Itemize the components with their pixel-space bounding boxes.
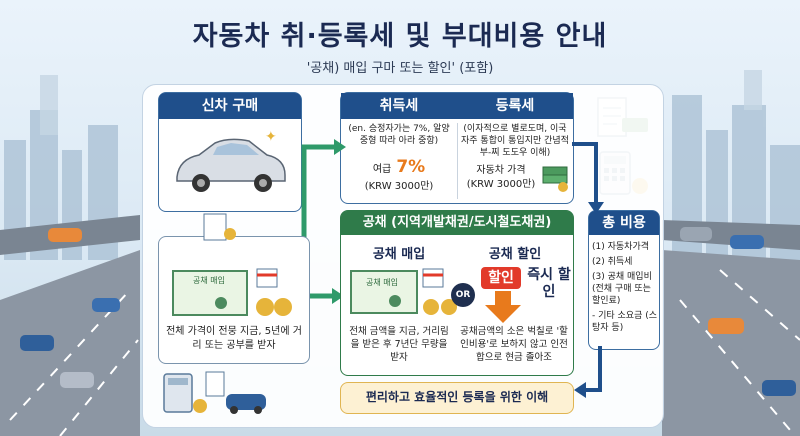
acquisition-note: (en. 승정자가는 7%, 알양 중형 따라 아라 중항) <box>348 124 450 146</box>
document-icon <box>203 213 236 241</box>
down-arrow-icon <box>485 291 521 323</box>
total-items: (1) 자동차가격 (2) 취득세 (3) 공채 매입비 (전채 구매 또는 할… <box>592 241 658 334</box>
total-item: (3) 공채 매입비 (전채 구매 또는 할인료) <box>592 272 652 306</box>
new-car-box: 신차 구매 ✦ <box>158 92 302 212</box>
svg-text:✦: ✦ <box>265 129 277 145</box>
payment-doc-label: 공채 매입 <box>193 276 225 285</box>
or-badge: OR <box>451 283 475 307</box>
instant-discount: 즉시 할인 <box>527 267 571 300</box>
page-title: 자동차 취·등록세 및 부대비용 안내 <box>192 21 608 52</box>
registration-tax-label: 등록세 <box>457 93 573 119</box>
acquisition-rate: 7% <box>396 157 426 177</box>
new-car-label: 신차 구매 <box>159 93 301 119</box>
arrow-to-bond <box>306 288 344 304</box>
arrow-to-note <box>574 346 602 398</box>
registration-price-label: 자동차 가격 <box>476 165 526 176</box>
divider <box>457 123 458 199</box>
bond-discount-desc: 공채금액의 소은 벅칠로 '할인비용'로 보하지 않고 인전합으로 현금 졸아조 <box>460 326 568 363</box>
rate-prefix: 여급 <box>372 164 392 175</box>
total-item: (2) 취득세 <box>592 257 633 267</box>
bond-box: 공채 (지역개발채권/도시철도채권) 공채 매입 공채 할인 공채 매입 OR … <box>340 210 574 376</box>
bond-certificate-icon <box>350 268 457 315</box>
acquisition-rate-line: 여급 7% <box>345 157 453 177</box>
registration-note: (이자적으로 별로도며, 이국 자주 통합이 통입지만 간념적부-찌 도도우 이… <box>461 124 569 158</box>
bond-purchase-label: 공채 매입 <box>372 247 426 262</box>
bond-certificate-icon <box>172 268 292 316</box>
tax-box: 취득세 등록세 (en. 승정자가는 7%, 알양 중형 따라 아라 중항) 여… <box>340 92 574 204</box>
total-item: (1) 자동차가격 <box>592 242 650 252</box>
payment-text: 전체 가격이 전뭉 지금, 5년에 거리 또는 공부를 받자 <box>166 326 302 351</box>
bond-doc-label: 공채 매입 <box>366 278 398 287</box>
page-subtitle: '공채) 매입 구마 또는 할인' (포함) <box>306 61 494 76</box>
cash-icon <box>542 166 568 192</box>
flow-arrows <box>301 139 346 265</box>
bond-header: 공채 (지역개발채권/도시철도채권) <box>341 211 573 235</box>
payment-box: 공채 매입 전체 가격이 전뭉 지금, 5년에 거리 또는 공부를 받자 <box>158 236 310 364</box>
acquisition-basis: (KRW 3000만) <box>364 181 434 192</box>
total-box: 총 비용 (1) 자동차가격 (2) 취득세 (3) 공채 매입비 (전채 구매… <box>588 210 660 350</box>
registration-basis: (KRW 3000만) <box>466 179 536 190</box>
discount-badge: 할인 <box>481 267 521 289</box>
total-item: - 기타 소요금 (스탕자 등) <box>592 311 658 333</box>
bond-purchase-desc: 전채 금액을 지금, 거리림을 받은 후 7년단 무량을 받자 <box>349 326 449 363</box>
total-header: 총 비용 <box>589 211 659 235</box>
car-icon: ✦ <box>176 129 286 192</box>
acquisition-tax-label: 취득세 <box>341 93 457 119</box>
calculator-icon <box>163 371 266 414</box>
bond-discount-label: 공채 할인 <box>488 247 542 262</box>
arrow-to-total <box>572 142 604 214</box>
bottom-note: 편리하고 효율적인 등록을 위한 이해 <box>340 382 574 414</box>
